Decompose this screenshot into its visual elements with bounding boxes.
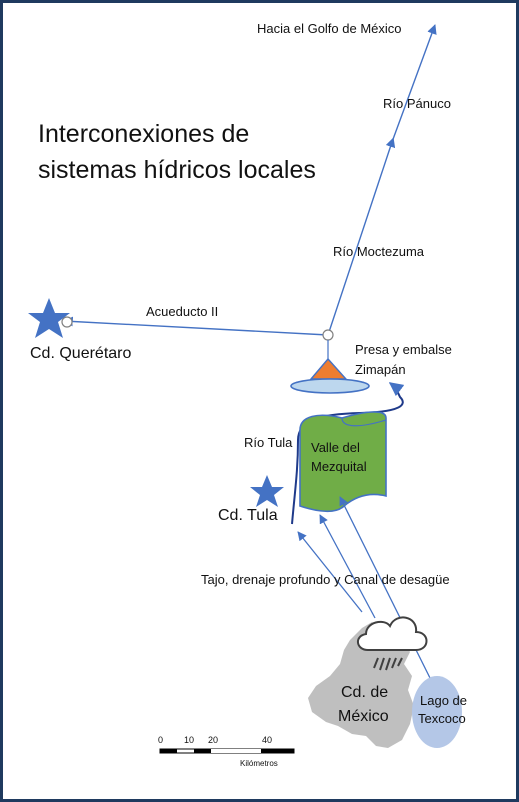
tula-label: Cd. Tula bbox=[218, 507, 278, 524]
star-icon bbox=[28, 298, 70, 338]
title-line-2: sistemas hídricos locales bbox=[38, 156, 316, 184]
zimapan-reservoir bbox=[290, 378, 370, 394]
valle-label-2: Mezquital bbox=[311, 459, 367, 474]
presa-label-2: Zimapán bbox=[355, 362, 406, 377]
acueducto-label: Acueducto II bbox=[146, 304, 218, 319]
scale-tick-10: 10 bbox=[184, 735, 194, 745]
scale-tick-20: 20 bbox=[208, 735, 218, 745]
cloud-rain-icon bbox=[357, 616, 428, 671]
cdmx-label-2: México bbox=[338, 708, 389, 725]
title-line-1: Interconexiones de bbox=[38, 120, 249, 148]
lago-texcoco-shape bbox=[412, 676, 462, 748]
scale-tick-0: 0 bbox=[158, 735, 163, 745]
cdmx-label-1: Cd. de bbox=[341, 684, 388, 701]
queretaro-node bbox=[61, 316, 73, 328]
presa-label-1: Presa y embalse bbox=[355, 342, 452, 357]
rio-panuco-line bbox=[391, 24, 437, 143]
star-icon bbox=[250, 475, 284, 507]
moctezuma-label: Río Moctezuma bbox=[333, 244, 425, 259]
scale-tick-40: 40 bbox=[262, 735, 272, 745]
tajo-label: Tajo, drenaje profundo y Canal de desagü… bbox=[201, 572, 450, 587]
texcoco-label-2: Texcoco bbox=[418, 711, 466, 726]
junction-node bbox=[322, 329, 334, 341]
drenaje-arrow-1 bbox=[297, 531, 363, 613]
cdmx-shape bbox=[308, 622, 414, 748]
scale-unit: Kilómetros bbox=[240, 759, 278, 768]
drenaje-arrow-2 bbox=[319, 514, 376, 619]
texcoco-label-1: Lago de bbox=[420, 693, 467, 708]
panuco-label: Río Pánuco bbox=[383, 96, 451, 111]
valle-fold bbox=[341, 417, 387, 427]
triangle-dam-icon bbox=[309, 357, 348, 380]
rio-tula-line bbox=[291, 382, 405, 525]
rio-moctezuma-line bbox=[327, 137, 396, 336]
scale-bar: 0 10 20 40 Kilómetros bbox=[158, 735, 295, 768]
queretaro-label: Cd. Querétaro bbox=[30, 345, 131, 362]
valle-mezquital-shape bbox=[299, 411, 387, 513]
valle-label-1: Valle del bbox=[311, 440, 360, 455]
acueducto-line bbox=[63, 316, 329, 336]
rio-tula-label: Río Tula bbox=[244, 435, 293, 450]
gulf-label: Hacia el Golfo de México bbox=[257, 21, 402, 36]
